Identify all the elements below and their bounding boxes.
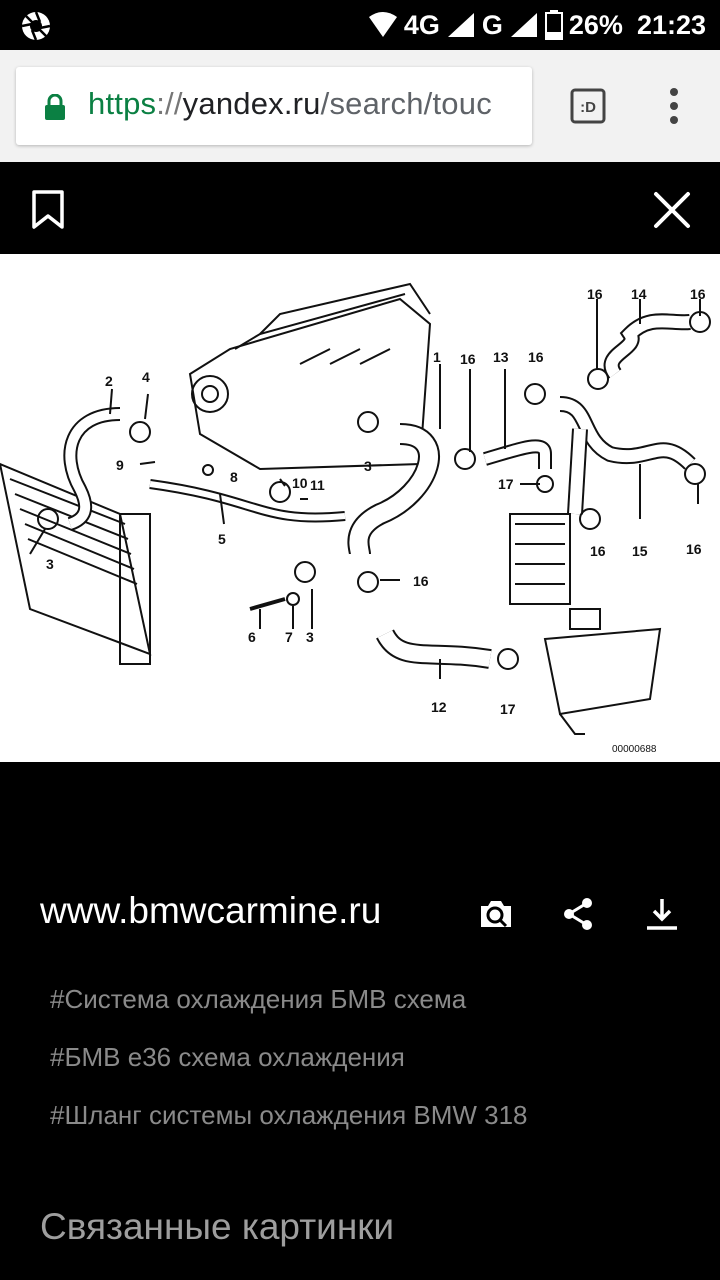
lock-icon	[45, 94, 65, 120]
image-source-row: www.bmwcarmine.ru	[40, 884, 700, 940]
close-icon[interactable]	[652, 190, 692, 230]
part-label: 3	[306, 629, 314, 645]
url-path: /search/touc	[320, 86, 492, 121]
part-label: 6	[248, 629, 256, 645]
part-label: 15	[632, 543, 648, 559]
part-label: 3	[364, 458, 372, 474]
image-search-icon[interactable]	[478, 896, 514, 932]
url-field[interactable]: https://yandex.ru/search/touc	[16, 67, 532, 145]
battery-icon	[544, 10, 563, 40]
bookmark-icon[interactable]	[30, 190, 66, 230]
camera-aperture-icon	[21, 11, 51, 41]
image-viewer-header	[0, 162, 720, 254]
part-label: 9	[116, 457, 124, 473]
part-label: 16	[413, 573, 429, 589]
part-label: 8	[230, 469, 238, 485]
signal-icon	[447, 13, 474, 37]
part-label: 5	[218, 531, 226, 547]
part-label: 7	[285, 629, 293, 645]
tag-link[interactable]: #БМВ е36 схема охлаждения	[50, 1042, 405, 1072]
part-label: 16	[686, 541, 702, 557]
wifi-icon	[368, 12, 397, 37]
part-label: 4	[142, 369, 150, 385]
part-label: 3	[46, 556, 54, 572]
tag-link[interactable]: #Шланг системы охлаждения BMW 318	[50, 1100, 528, 1130]
part-label: 17	[498, 476, 514, 492]
part-label: 10	[292, 475, 308, 491]
url-scheme: https	[88, 86, 157, 121]
url-separator: ://	[156, 86, 183, 121]
part-label: 13	[493, 349, 509, 365]
download-icon[interactable]	[644, 896, 680, 932]
part-label: 16	[590, 543, 606, 559]
part-label: 16	[528, 349, 544, 365]
related-images-heading: Связанные картинки	[40, 1206, 395, 1247]
part-label: 16	[690, 286, 706, 302]
cooling-system-diagram: 2 4 9 8 5 10 11 3 3 1 16 13 16 16 14 16 …	[0, 282, 711, 755]
part-label: 16	[587, 286, 603, 302]
clock: 21:23	[636, 9, 706, 40]
part-label: 1	[433, 349, 441, 365]
browser-toolbar: https://yandex.ru/search/touc	[0, 50, 720, 162]
share-icon[interactable]	[560, 896, 596, 932]
part-label: 17	[500, 701, 516, 717]
part-label: 14	[631, 286, 647, 302]
status-bar: 4G G 26% 21:23	[0, 0, 720, 50]
source-link[interactable]: www.bmwcarmine.ru	[40, 890, 382, 931]
signal-icon-2	[510, 13, 537, 37]
diagram-image[interactable]: 2 4 9 8 5 10 11 3 3 1 16 13 16 16 14 16 …	[0, 254, 720, 762]
network-type-2: G	[481, 9, 503, 40]
tab-switcher-icon[interactable]: :D	[570, 88, 606, 124]
part-label: 12	[431, 699, 447, 715]
part-label: 11	[310, 477, 325, 493]
tab-count: :D	[580, 99, 596, 116]
part-label: 2	[105, 373, 113, 389]
battery-level: 26%	[568, 9, 623, 40]
tag-list: #Система охлаждения БМВ схема #БМВ е36 с…	[50, 982, 528, 1156]
url-text: https://yandex.ru/search/touc	[88, 86, 492, 122]
drawing-number: 00000688	[612, 744, 657, 755]
url-host: yandex.ru	[182, 86, 321, 121]
part-label: 16	[460, 351, 476, 367]
tag-link[interactable]: #Система охлаждения БМВ схема	[50, 984, 467, 1014]
network-type: 4G	[403, 9, 440, 40]
overflow-menu-icon[interactable]	[664, 84, 684, 128]
